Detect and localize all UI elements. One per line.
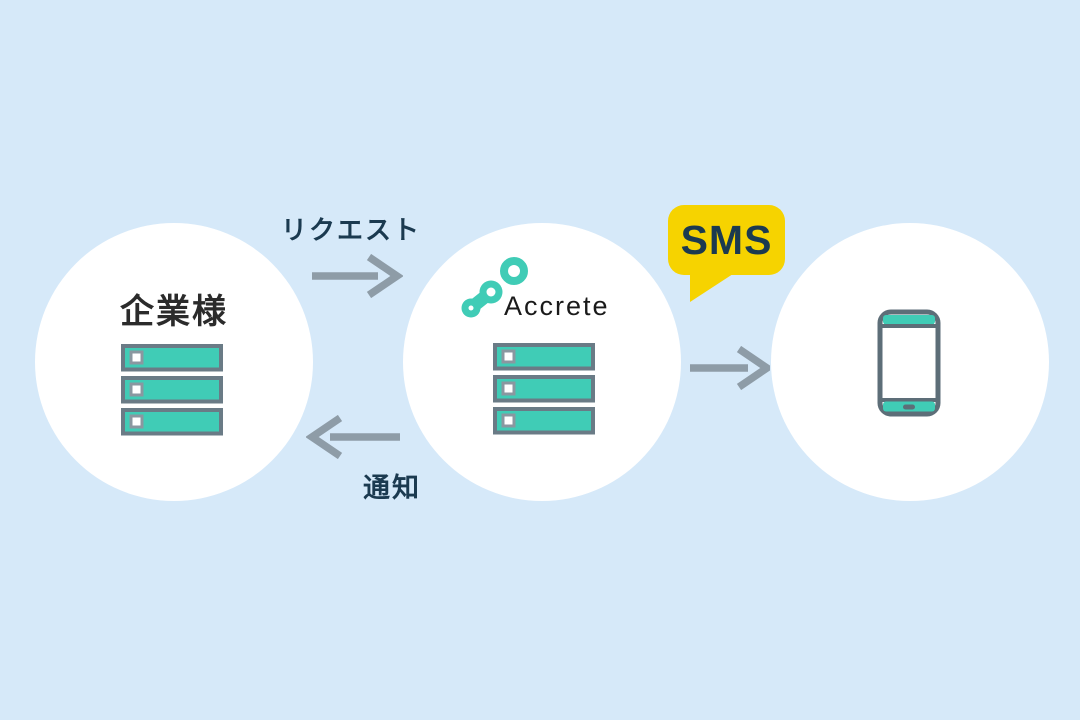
arrow-right-icon xyxy=(690,346,770,390)
server-bar xyxy=(493,343,595,371)
sms-flow-label: SMS xyxy=(680,217,773,263)
server-stack-icon xyxy=(121,344,223,436)
phone-home-button xyxy=(903,404,915,410)
server-bar xyxy=(121,408,223,436)
arrow-right-icon xyxy=(312,254,403,298)
phone-top-bar xyxy=(883,315,935,325)
provider-brand-label: Accrete xyxy=(504,291,610,321)
accrete-logo-icon xyxy=(461,257,528,318)
arrow-left-icon xyxy=(306,415,400,459)
smartphone-icon xyxy=(877,309,941,417)
server-stack-icon xyxy=(493,343,595,435)
server-bar xyxy=(493,375,595,403)
server-bar xyxy=(121,344,223,372)
request-flow-label: リクエスト xyxy=(280,215,421,245)
server-bar xyxy=(121,376,223,404)
sms-speech-bubble xyxy=(668,205,785,275)
server-bar xyxy=(493,407,595,435)
notification-flow-label: 通知 xyxy=(363,473,421,503)
sms-speech-bubble-tail xyxy=(690,272,736,302)
company-label: 企業様 xyxy=(120,293,228,331)
